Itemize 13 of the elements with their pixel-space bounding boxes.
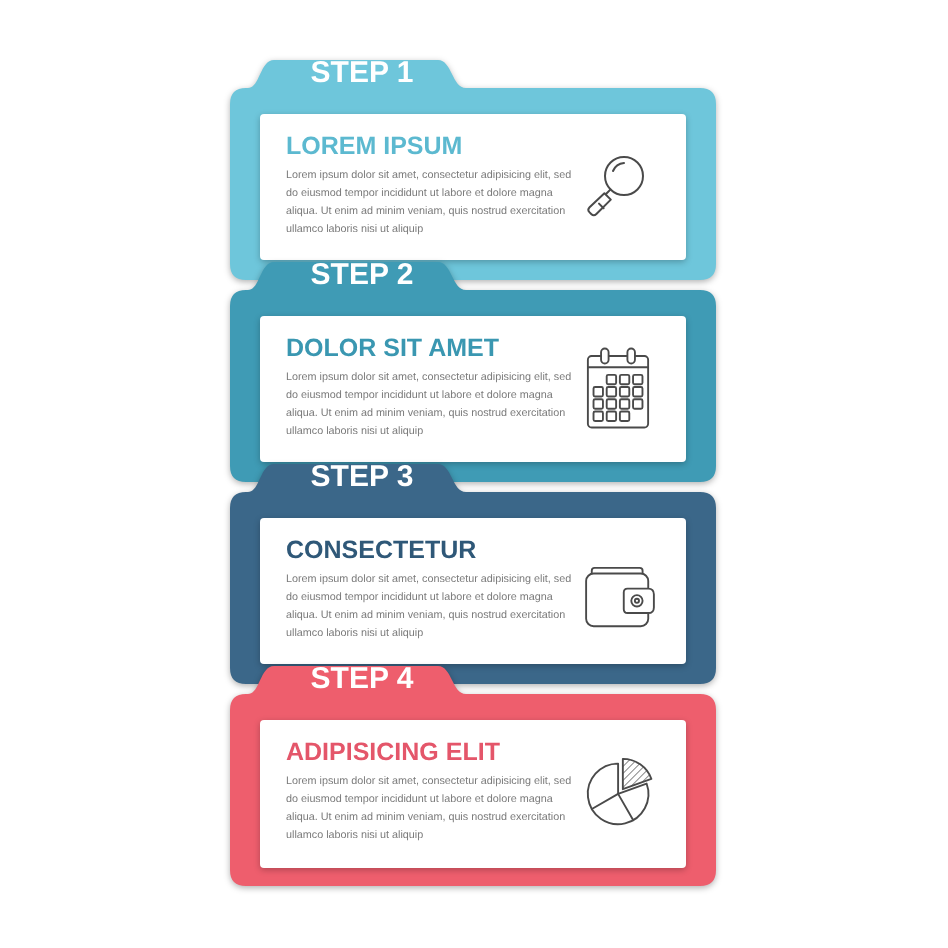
step-label: STEP 3 <box>310 462 414 494</box>
content-card <box>260 518 686 664</box>
step-label: STEP 2 <box>310 260 414 292</box>
content-card <box>260 114 686 260</box>
step-panel <box>230 666 716 886</box>
card-title: ADIPISICING ELIT <box>286 738 500 766</box>
content-card <box>260 720 686 868</box>
content-card <box>260 316 686 462</box>
card-title: LOREM IPSUM <box>286 132 463 160</box>
step-label: STEP 4 <box>310 664 414 696</box>
card-title: DOLOR SIT AMET <box>286 334 499 362</box>
card-title: CONSECTETUR <box>286 536 477 564</box>
step-label: STEP 1 <box>310 58 414 90</box>
